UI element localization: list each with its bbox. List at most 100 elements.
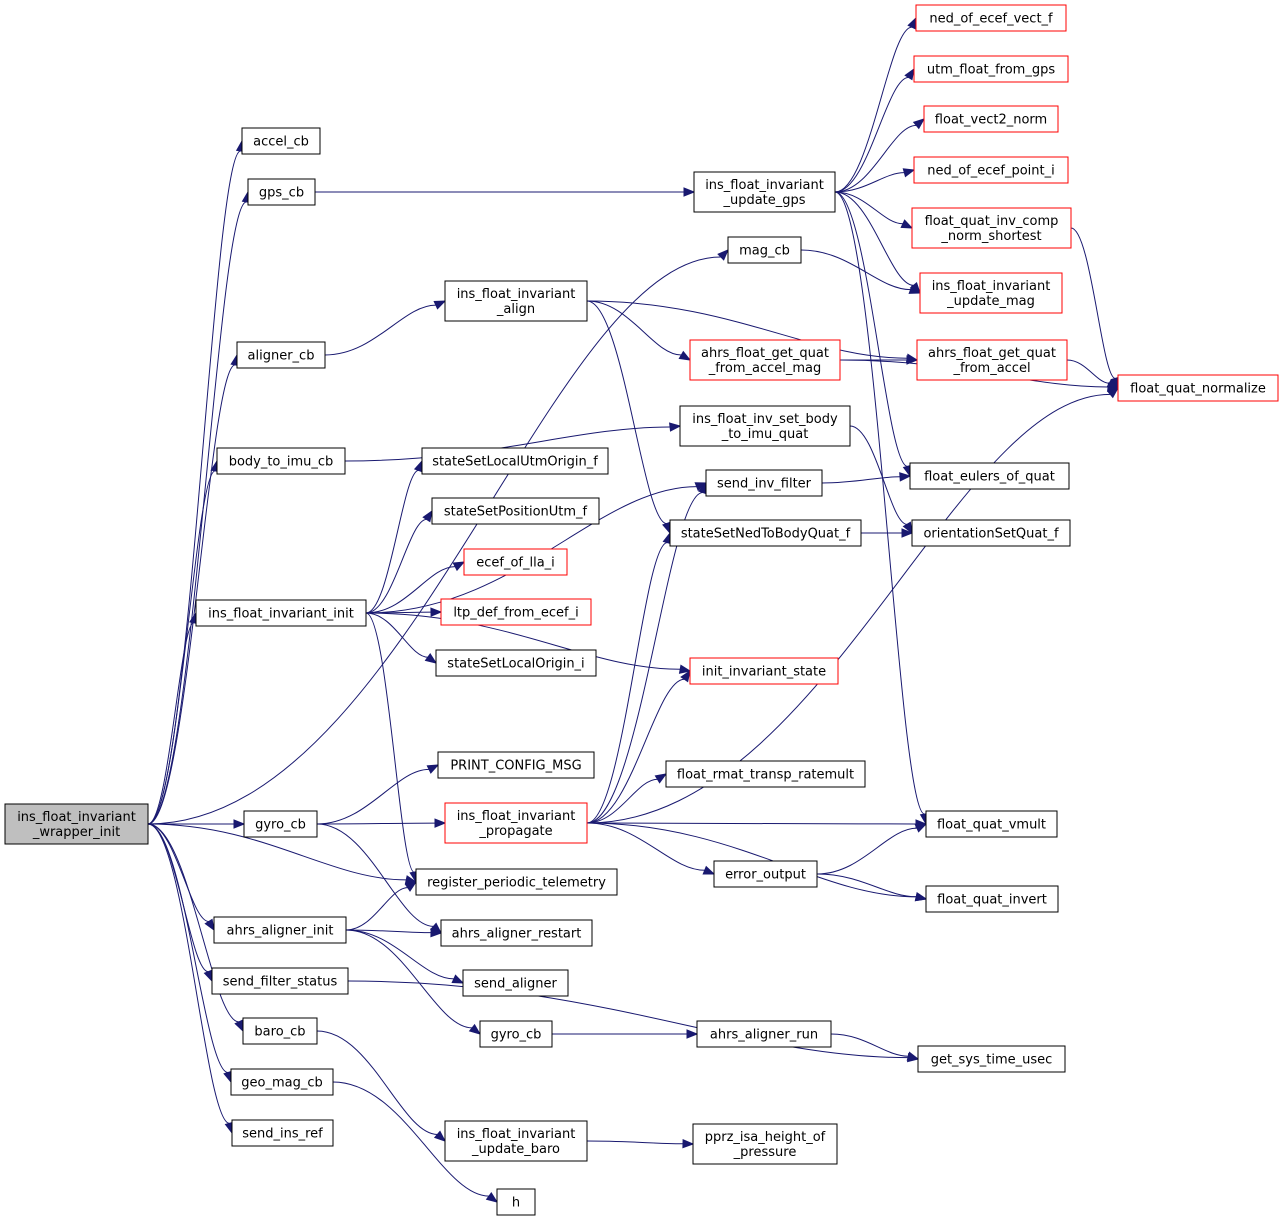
- node-label: _norm_shortest: [940, 229, 1041, 244]
- node-stateSetLocalOrigin-i[interactable]: stateSetLocalOrigin_i: [435, 649, 597, 677]
- node-geo-mag-cb[interactable]: geo_mag_cb: [230, 1068, 334, 1096]
- node-label: geo_mag_cb: [241, 1076, 323, 1091]
- edge-propagate-to-error_output: [586, 822, 716, 875]
- node-label: send_aligner: [474, 977, 557, 992]
- node-send-ins-ref[interactable]: send_ins_ref: [231, 1119, 334, 1147]
- node-label: send_inv_filter: [717, 477, 812, 492]
- node-float-quat-vmult[interactable]: float_quat_vmult: [925, 810, 1058, 838]
- node-update-mag[interactable]: ins_float_invariant_update_mag: [919, 272, 1063, 314]
- node-label: PRINT_CONFIG_MSG: [450, 759, 581, 774]
- node-ins-init[interactable]: ins_float_invariant_init: [195, 599, 367, 627]
- node-label: body_to_imu_cb: [229, 455, 334, 470]
- node-stateSetPositionUtm-f[interactable]: stateSetPositionUtm_f: [431, 497, 600, 525]
- edge-error_output-to-float_quat_vmult: [816, 823, 928, 875]
- node-orientationSetQuat-f[interactable]: orientationSetQuat_f: [911, 519, 1071, 547]
- node-label: ins_float_invariant: [932, 279, 1051, 294]
- node-update-baro[interactable]: ins_float_invariant_update_baro: [444, 1120, 588, 1162]
- call-graph-nodes: ins_float_invariant_wrapper_init accel_cb…: [4, 4, 1279, 1216]
- node-label: ned_of_ecef_point_i: [927, 164, 1055, 179]
- node-update-gps[interactable]: ins_float_invariant_update_gps: [693, 171, 836, 213]
- node-ned-of-ecef-point-i[interactable]: ned_of_ecef_point_i: [913, 156, 1069, 184]
- node-label: gyro_cb: [255, 818, 306, 833]
- edge-get_quat_from_accel-to-float_quat_normalize: [1066, 359, 1120, 389]
- node-send-inv-filter[interactable]: send_inv_filter: [705, 469, 823, 497]
- node-mag-cb[interactable]: mag_cb: [727, 236, 802, 264]
- node-utm-float-from-gps[interactable]: utm_float_from_gps: [913, 55, 1069, 83]
- node-ned-of-ecef-vect-f[interactable]: ned_of_ecef_vect_f: [915, 4, 1067, 32]
- node-align[interactable]: ins_float_invariant_align: [444, 280, 588, 322]
- edge-propagate-to-float_quat_vmult: [586, 819, 928, 829]
- node-label: float_eulers_of_quat: [924, 470, 1055, 485]
- node-pprz-isa-height-of-pressure[interactable]: pprz_isa_height_of_pressure: [692, 1123, 838, 1165]
- node-label: ins_float_inv_set_body: [692, 412, 838, 427]
- node-label: ahrs_aligner_restart: [452, 927, 582, 942]
- node-stateSetLocalUtmOrigin-f[interactable]: stateSetLocalUtmOrigin_f: [421, 447, 609, 475]
- node-label: ins_float_invariant: [457, 1127, 576, 1142]
- node-gps-cb[interactable]: gps_cb: [247, 178, 316, 206]
- edge-geo_mag_cb-to-h: [332, 1081, 499, 1203]
- node-label: float_rmat_transp_ratemult: [677, 768, 854, 783]
- node-root[interactable]: ins_float_invariant_wrapper_init: [4, 803, 149, 845]
- node-label: stateSetLocalUtmOrigin_f: [432, 455, 598, 470]
- node-label: ecef_of_lla_i: [476, 556, 555, 571]
- edge-ahrs_aligner_run-to-get_sys_time_usec: [830, 1033, 920, 1061]
- node-label: ahrs_float_get_quat: [701, 346, 829, 361]
- node-get-quat-from-accel-mag[interactable]: ahrs_float_get_quat_from_accel_mag: [689, 339, 841, 381]
- node-body-to-imu-cb[interactable]: body_to_imu_cb: [216, 447, 346, 475]
- edge-propagate-to-float_quat_normalize: [586, 387, 1120, 824]
- edge-ahrs_aligner_init-to-register_periodic_telemetry: [345, 881, 418, 931]
- node-label: _propagate: [478, 824, 552, 839]
- node-label: ins_float_invariant_init: [208, 607, 354, 622]
- node-float-eulers-of-quat[interactable]: float_eulers_of_quat: [909, 462, 1070, 490]
- edge-update_gps-to-ned_of_ecef_vect_f: [834, 16, 917, 193]
- edge-root-to-gps_cb: [147, 190, 252, 825]
- node-send-aligner[interactable]: send_aligner: [462, 969, 569, 997]
- edge-ins_init-to-register_periodic_telemetry: [365, 612, 419, 884]
- node-ltp-def-from-ecef-i[interactable]: ltp_def_from_ecef_i: [440, 598, 592, 626]
- node-aligner-cb[interactable]: aligner_cb: [236, 341, 326, 369]
- node-h[interactable]: h: [496, 1188, 536, 1216]
- node-ahrs-aligner-init[interactable]: ahrs_aligner_init: [213, 916, 347, 944]
- node-propagate[interactable]: ins_float_invariant_propagate: [444, 802, 588, 844]
- node-label: float_quat_invert: [937, 893, 1047, 908]
- node-label: float_quat_vmult: [937, 818, 1046, 833]
- node-label: ins_float_invariant: [17, 810, 136, 825]
- node-send-filter-status[interactable]: send_filter_status: [211, 967, 349, 995]
- node-label: h: [512, 1196, 520, 1211]
- node-stateSetNedToBodyQuat-f[interactable]: stateSetNedToBodyQuat_f: [669, 519, 862, 547]
- node-float-quat-invert[interactable]: float_quat_invert: [925, 885, 1059, 913]
- node-label: mag_cb: [739, 244, 790, 259]
- edge-update_gps-to-utm_float_from_gps: [834, 67, 915, 193]
- node-error-output[interactable]: error_output: [713, 860, 818, 888]
- node-label: float_quat_inv_comp: [925, 214, 1059, 229]
- node-ahrs-aligner-run[interactable]: ahrs_aligner_run: [696, 1020, 832, 1048]
- node-accel-cb[interactable]: accel_cb: [241, 127, 321, 155]
- node-gyro-cb2[interactable]: gyro_cb: [479, 1020, 553, 1048]
- node-set-body-to-imu-quat[interactable]: ins_float_inv_set_body_to_imu_quat: [679, 405, 851, 447]
- edge-baro_cb-to-update_baro: [316, 1030, 447, 1142]
- node-register-periodic-telemetry[interactable]: register_periodic_telemetry: [415, 868, 618, 896]
- node-label: _to_imu_quat: [721, 427, 809, 442]
- node-label: ins_float_invariant: [705, 178, 824, 193]
- node-get-sys-time-usec[interactable]: get_sys_time_usec: [917, 1045, 1066, 1073]
- node-ahrs-aligner-restart[interactable]: ahrs_aligner_restart: [440, 919, 593, 947]
- edge-ins_init-to-ecef_of_lla_i: [365, 561, 466, 614]
- node-ecef-of-lla-i[interactable]: ecef_of_lla_i: [463, 548, 568, 576]
- node-init-invariant-state[interactable]: init_invariant_state: [689, 657, 839, 685]
- node-label: gyro_cb: [491, 1028, 542, 1043]
- edge-align-to-stateSetNedToBodyQuat_f: [586, 300, 671, 535]
- node-label: stateSetLocalOrigin_i: [447, 657, 584, 672]
- edge-ahrs_aligner_init-to-send_aligner: [345, 929, 465, 984]
- edge-propagate-to-init_invariant_state: [586, 669, 691, 824]
- node-gyro-cb[interactable]: gyro_cb: [243, 810, 318, 838]
- node-float-vect2-norm[interactable]: float_vect2_norm: [923, 105, 1059, 133]
- node-PRINT-CONFIG-MSG[interactable]: PRINT_CONFIG_MSG: [437, 751, 595, 779]
- node-float-rmat-transp-ratemult[interactable]: float_rmat_transp_ratemult: [665, 760, 866, 788]
- node-label: orientationSetQuat_f: [923, 527, 1058, 542]
- node-get-quat-from-accel[interactable]: ahrs_float_get_quat_from_accel: [916, 339, 1068, 381]
- edge-set_body_to_imu_quat-to-orientationSetQuat_f: [849, 425, 913, 535]
- node-float-quat-inv-comp-norm-shortest[interactable]: float_quat_inv_comp_norm_shortest: [911, 207, 1072, 249]
- node-float-quat-normalize[interactable]: float_quat_normalize: [1117, 374, 1279, 402]
- node-label: _update_gps: [722, 193, 805, 208]
- node-baro-cb[interactable]: baro_cb: [242, 1017, 318, 1045]
